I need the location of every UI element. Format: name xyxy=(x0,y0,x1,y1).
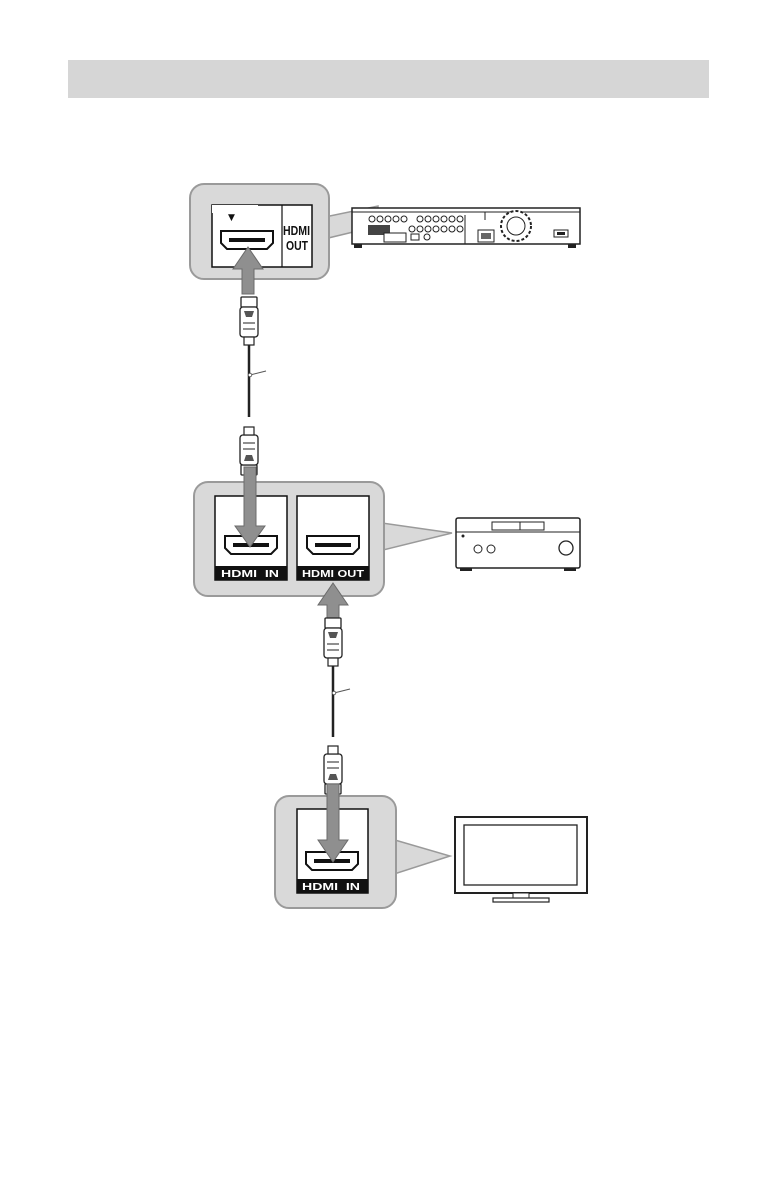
player-callout: ▼ HDMI OUT xyxy=(190,184,378,279)
tv-icon xyxy=(455,817,587,902)
av-amplifier-icon xyxy=(456,518,580,571)
amp-hdmi-out-label: HDMI OUT xyxy=(302,569,364,580)
hdmi-port-icon xyxy=(221,231,273,249)
hdmi-port-icon xyxy=(307,536,359,554)
hdmi-cable-2 xyxy=(318,583,350,794)
tv-hdmi-in-label: HDMI IN xyxy=(302,882,360,893)
hdmi-plug-icon xyxy=(324,618,342,666)
player-port-label-line1: HDMI xyxy=(283,223,310,238)
blu-ray-player-icon xyxy=(352,208,580,248)
amplifier-callout: HDMI IN HDMI OUT xyxy=(194,482,452,596)
amp-hdmi-in-label: HDMI IN xyxy=(221,569,279,580)
tv-callout: HDMI IN xyxy=(275,796,450,908)
hdmi-cable-1 xyxy=(233,247,266,475)
hdmi-plug-icon xyxy=(240,297,258,345)
port-marker: ▼ xyxy=(228,213,235,223)
player-port-label-line2: OUT xyxy=(286,238,308,253)
